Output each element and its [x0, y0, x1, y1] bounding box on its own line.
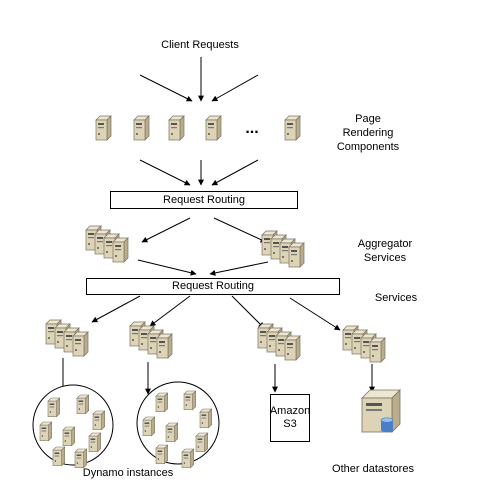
dynamo-ring-right-node-8: [181, 448, 195, 469]
dynamo-ring-right-node-6: [195, 432, 209, 453]
ellipsis-label: ...: [245, 120, 259, 137]
request-routing-box-bottom: Request Routing: [86, 278, 340, 295]
page-rendering-server-2: [133, 115, 150, 141]
routing-to-aggregator-left-arrow: [141, 217, 191, 243]
dynamo-ring-left-node-8: [74, 448, 88, 469]
routing-to-service-2-arrow: [149, 295, 191, 327]
dynamo-ring-right-node-1: [155, 392, 169, 413]
dynamo-ring-left-node-6: [88, 432, 102, 453]
client-request-arrow-left: [139, 74, 193, 102]
amazon-s3-box: Amazon S3: [270, 394, 310, 442]
service-cluster-3-server-4: [284, 335, 301, 361]
routing-to-service-3-arrow: [231, 295, 265, 329]
dynamo-ring-right-node-4: [142, 416, 156, 437]
dynamo-ring-left-node-3: [92, 410, 106, 431]
client-requests-label: Client Requests: [161, 39, 239, 51]
aggregator-services-label: Aggregator Services: [357, 238, 413, 264]
disk-icon: [380, 417, 394, 433]
dynamo-instances-label: Dynamo instances: [82, 467, 174, 479]
dynamo-ring-right: [136, 381, 220, 469]
dynamo-ring-right-node-2: [183, 390, 197, 411]
dynamo-ring-left-node-4: [39, 421, 53, 442]
service-cluster-1-server-4: [72, 331, 89, 357]
routing-to-aggregator-right-arrow: [213, 217, 267, 243]
dynamo-ring-left: [32, 384, 114, 469]
dynamo-ring-left-node-1: [47, 397, 61, 418]
page-rendering-server-5: [284, 115, 301, 141]
dynamo-ring-left-node-5: [62, 426, 76, 447]
request-routing-box-top: Request Routing: [110, 191, 298, 209]
service-cluster-3: [257, 323, 301, 361]
dynamo-ring-right-node-5: [165, 422, 179, 443]
page-rendering-server-1: [95, 115, 112, 141]
rendering-to-routing-arrow-right: [211, 159, 259, 186]
rendering-to-routing-arrow-left: [139, 159, 191, 186]
dynamo-ring-left-node-7: [52, 446, 66, 467]
service-cluster-4-server-4: [369, 337, 386, 363]
routing-to-service-1-arrow: [91, 295, 141, 323]
page-rendering-server-3: [168, 115, 185, 141]
page-rendering-components-label: Page Rendering Components: [336, 113, 400, 153]
client-request-arrow-right: [211, 74, 259, 102]
aggregator-cluster-right: [261, 230, 305, 268]
services-label: Services: [374, 292, 418, 304]
aggregator-left-to-routing-arrow: [137, 259, 197, 276]
aggregator-right-to-routing-arrow: [209, 261, 269, 276]
other-datastores-label: Other datastores: [332, 463, 414, 475]
service-cluster-2-server-4: [156, 333, 173, 359]
page-rendering-server-4: [205, 115, 222, 141]
dynamo-ring-right-node-3: [199, 408, 213, 429]
dynamo-ring-right-node-7: [155, 444, 169, 465]
dynamo-ring-left-node-2: [76, 394, 90, 415]
service-cluster-1: [45, 319, 89, 357]
aggregator-cluster-left: [85, 225, 129, 263]
aggregator-cluster-left-server-4: [112, 237, 129, 263]
service-cluster-4: [342, 325, 386, 363]
aggregator-cluster-right-server-4: [288, 242, 305, 268]
routing-to-service-4-arrow: [289, 297, 341, 331]
service-cluster-2: [129, 321, 173, 359]
